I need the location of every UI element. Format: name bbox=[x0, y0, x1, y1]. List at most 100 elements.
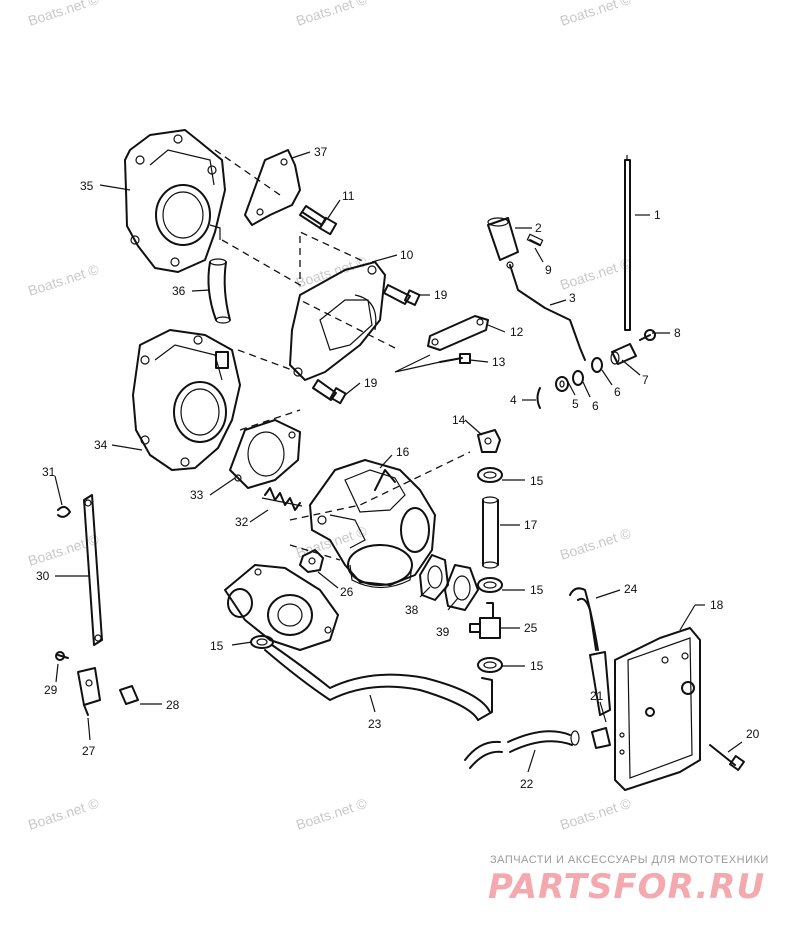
callout-14: 14 bbox=[452, 413, 466, 427]
part-2-knob bbox=[487, 217, 519, 261]
part-34-lower-manifold bbox=[132, 329, 241, 471]
part-17-hose bbox=[481, 496, 499, 569]
brand-wordmark: PARTSFOR.RU bbox=[488, 867, 765, 907]
part-26-nut bbox=[299, 549, 324, 573]
callout-27: 27 bbox=[82, 744, 96, 758]
part-31-clip bbox=[57, 506, 71, 518]
part-15-clamp-top bbox=[477, 467, 503, 483]
part-5-washer bbox=[555, 376, 569, 392]
callout-15b: 15 bbox=[530, 583, 544, 597]
callout-25: 25 bbox=[524, 621, 538, 635]
callout-29: 29 bbox=[44, 683, 58, 697]
part-6-washer-a bbox=[591, 357, 603, 373]
callout-leaders bbox=[54, 151, 743, 773]
fuel-pump-body bbox=[224, 564, 339, 651]
callout-19b: 19 bbox=[364, 376, 378, 390]
watermark-2: Boats.net © bbox=[294, 0, 369, 29]
part-12-lever bbox=[427, 315, 489, 351]
part-32-spring bbox=[261, 487, 303, 511]
watermark-7: Boats.net © bbox=[26, 531, 101, 569]
callout-35: 35 bbox=[80, 179, 94, 193]
part-20-screw bbox=[709, 744, 745, 771]
callout-15c: 15 bbox=[530, 659, 544, 673]
part-4-clip bbox=[536, 387, 541, 409]
watermark-4: Boats.net © bbox=[26, 261, 101, 299]
part-28-block bbox=[119, 685, 139, 705]
watermark-3: Boats.net © bbox=[558, 0, 633, 29]
callout-34: 34 bbox=[94, 438, 108, 452]
part-25-tee bbox=[469, 602, 501, 639]
callout-17: 17 bbox=[524, 518, 538, 532]
assembly-lines bbox=[214, 149, 471, 561]
callout-36: 36 bbox=[172, 284, 186, 298]
callout-22: 22 bbox=[520, 777, 534, 791]
part-6-washer-b bbox=[572, 370, 584, 386]
part-15-clamp-low bbox=[477, 657, 503, 673]
part-36-hose bbox=[207, 258, 231, 324]
callout-31: 31 bbox=[42, 465, 56, 479]
callout-16: 16 bbox=[396, 445, 410, 459]
part-22-hose bbox=[464, 730, 580, 769]
callout-9: 9 bbox=[545, 263, 552, 277]
watermark-6: Boats.net © bbox=[558, 255, 633, 293]
part-27-bracket bbox=[77, 667, 101, 716]
callout-33: 33 bbox=[190, 488, 204, 502]
part-11-screw bbox=[299, 205, 338, 236]
callout-numbers: 1 2 3 4 5 6 6 7 8 9 10 11 12 13 14 15 15… bbox=[36, 145, 760, 791]
callout-24: 24 bbox=[624, 582, 638, 596]
callout-2: 2 bbox=[535, 221, 542, 235]
callout-4: 4 bbox=[510, 393, 517, 407]
part-16-carburetor bbox=[309, 459, 436, 589]
lever-leaders bbox=[394, 354, 441, 373]
part-8-screw bbox=[639, 329, 656, 341]
callout-32: 32 bbox=[235, 515, 249, 529]
part-37-bracket bbox=[244, 149, 301, 226]
part-14-fitting bbox=[477, 429, 501, 453]
watermarks: Boats.net © Boats.net © Boats.net © Boat… bbox=[26, 0, 633, 833]
watermark-9: Boats.net © bbox=[558, 525, 633, 563]
part-13-screw bbox=[439, 353, 471, 364]
watermark-12: Boats.net © bbox=[558, 795, 633, 833]
part-1-rod bbox=[624, 155, 631, 331]
callout-21: 21 bbox=[590, 689, 604, 703]
callout-23: 23 bbox=[368, 717, 382, 731]
part-39-gasket bbox=[444, 564, 479, 611]
part-21-fitting bbox=[591, 727, 611, 749]
callout-15d: 15 bbox=[210, 639, 224, 653]
callout-26: 26 bbox=[340, 585, 354, 599]
callout-6b: 6 bbox=[592, 399, 599, 413]
callout-3: 3 bbox=[569, 291, 576, 305]
part-29-screw bbox=[55, 651, 69, 661]
callout-11: 11 bbox=[342, 189, 355, 203]
part-15-clamp-pump bbox=[250, 635, 274, 649]
part-35-upper-manifold bbox=[124, 129, 226, 273]
callout-28: 28 bbox=[166, 698, 180, 712]
part-18-plate bbox=[614, 627, 701, 791]
callout-15a: 15 bbox=[530, 474, 544, 488]
part-30-link bbox=[83, 494, 103, 646]
callout-37: 37 bbox=[314, 145, 328, 159]
callout-20: 20 bbox=[746, 727, 760, 741]
callout-7: 7 bbox=[642, 373, 649, 387]
watermark-10: Boats.net © bbox=[26, 795, 101, 833]
callout-12: 12 bbox=[510, 325, 524, 339]
callout-39: 39 bbox=[436, 625, 450, 639]
part-19-screw-lower bbox=[312, 379, 347, 405]
callout-1: 1 bbox=[654, 208, 661, 222]
callout-5: 5 bbox=[572, 397, 579, 411]
part-7-knob bbox=[610, 343, 637, 365]
callout-10: 10 bbox=[400, 248, 414, 262]
callout-18: 18 bbox=[710, 598, 724, 612]
part-23-hose bbox=[264, 644, 493, 721]
part-19-screw-upper bbox=[383, 284, 421, 306]
callout-30: 30 bbox=[36, 569, 50, 583]
watermark-1: Boats.net © bbox=[26, 0, 101, 29]
brand-tagline: ЗАПЧАСТИ И АКСЕССУАРЫ ДЛЯ МОТОТЕХНИКИ bbox=[490, 854, 769, 866]
brand-logo: ЗАПЧАСТИ И АКСЕССУАРЫ ДЛЯ МОТОТЕХНИКИ PA… bbox=[488, 854, 769, 907]
part-24-hose bbox=[569, 587, 611, 716]
part-15-clamp-mid bbox=[477, 577, 503, 593]
part-3-link bbox=[506, 261, 586, 361]
watermark-11: Boats.net © bbox=[294, 795, 369, 833]
callout-8: 8 bbox=[674, 326, 681, 340]
